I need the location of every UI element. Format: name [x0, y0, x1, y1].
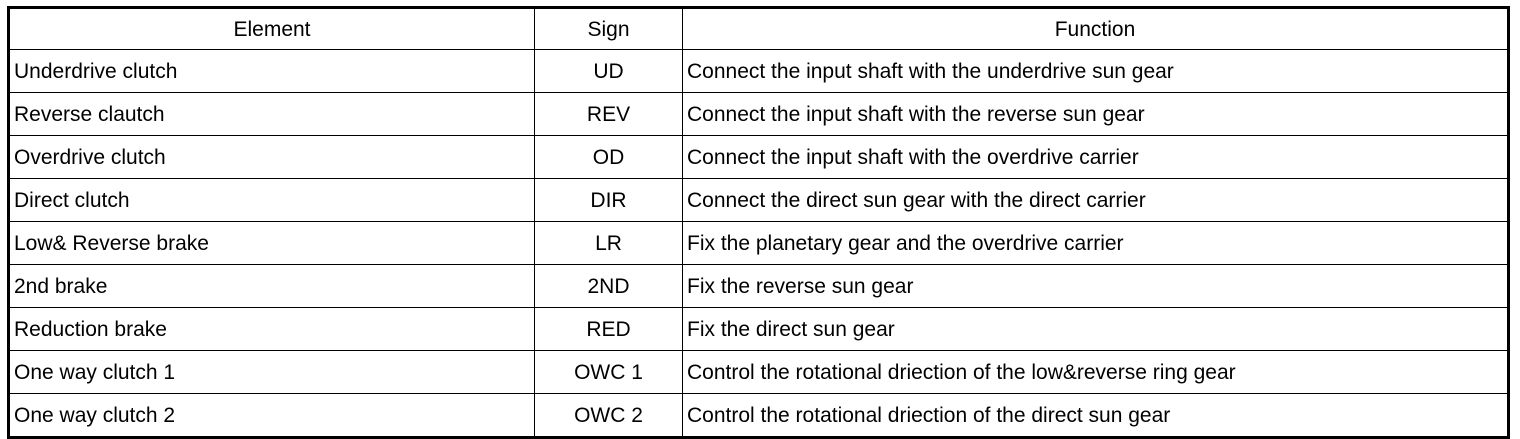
- table-row: One way clutch 1 OWC 1 Control the rotat…: [8, 350, 1509, 394]
- table-row: Underdrive clutch UD Connect the input s…: [8, 49, 1509, 93]
- header-function: Function: [682, 7, 1509, 50]
- element-cell: 2nd brake: [8, 264, 535, 308]
- function-cell: Connect the input shaft with the reverse…: [682, 92, 1509, 136]
- table-row: Low& Reverse brake LR Fix the planetary …: [8, 221, 1509, 265]
- function-cell: Fix the reverse sun gear: [682, 264, 1509, 308]
- function-cell: Connect the input shaft with the overdri…: [682, 135, 1509, 179]
- sign-cell: LR: [534, 221, 683, 265]
- table-row: Overdrive clutch OD Connect the input sh…: [8, 135, 1509, 179]
- sign-cell: OWC 2: [534, 393, 683, 438]
- header-sign: Sign: [534, 7, 683, 50]
- element-cell: Reverse clautch: [8, 92, 535, 136]
- sign-cell: OD: [534, 135, 683, 179]
- sign-cell: OWC 1: [534, 350, 683, 394]
- element-cell: Overdrive clutch: [8, 135, 535, 179]
- sign-cell: DIR: [534, 178, 683, 222]
- function-cell: Connect the direct sun gear with the dir…: [682, 178, 1509, 222]
- sign-cell: UD: [534, 49, 683, 93]
- table-row: One way clutch 2 OWC 2 Control the rotat…: [8, 393, 1509, 438]
- table-row: 2nd brake 2ND Fix the reverse sun gear: [8, 264, 1509, 308]
- sign-cell: 2ND: [534, 264, 683, 308]
- function-cell: Connect the input shaft with the underdr…: [682, 49, 1509, 93]
- sign-cell: RED: [534, 307, 683, 351]
- table-header-row: Element Sign Function: [8, 7, 1509, 50]
- table-row: Reduction brake RED Fix the direct sun g…: [8, 307, 1509, 351]
- element-cell: One way clutch 1: [8, 350, 535, 394]
- element-cell: Low& Reverse brake: [8, 221, 535, 265]
- function-cell: Control the rotational driection of the …: [682, 350, 1509, 394]
- element-cell: Reduction brake: [8, 307, 535, 351]
- function-cell: Control the rotational driection of the …: [682, 393, 1509, 438]
- function-cell: Fix the planetary gear and the overdrive…: [682, 221, 1509, 265]
- header-element: Element: [8, 7, 535, 50]
- clutch-brake-table: Element Sign Function Underdrive clutch …: [7, 6, 1510, 439]
- table-row: Direct clutch DIR Connect the direct sun…: [8, 178, 1509, 222]
- table-row: Reverse clautch REV Connect the input sh…: [8, 92, 1509, 136]
- element-cell: One way clutch 2: [8, 393, 535, 438]
- function-cell: Fix the direct sun gear: [682, 307, 1509, 351]
- element-cell: Underdrive clutch: [8, 49, 535, 93]
- element-cell: Direct clutch: [8, 178, 535, 222]
- sign-cell: REV: [534, 92, 683, 136]
